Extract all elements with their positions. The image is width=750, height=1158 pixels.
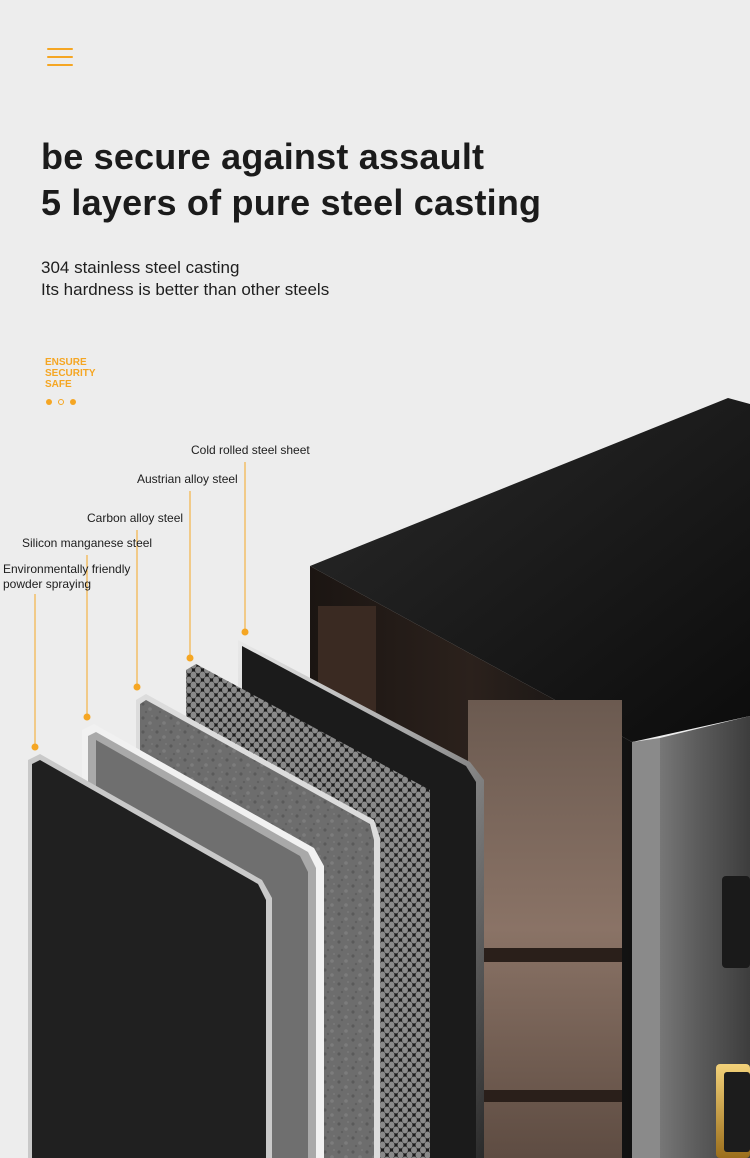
badge-line-2: SECURITY	[45, 368, 96, 379]
hamburger-menu-icon	[47, 48, 73, 50]
label-carbon-alloy-steel: Carbon alloy steel	[87, 511, 184, 525]
badge-line-3: SAFE	[45, 379, 72, 390]
menu-button[interactable]	[47, 48, 73, 68]
subtitle-line-1: 304 stainless steel casting	[41, 258, 240, 277]
subtitle-line-2: Its hardness is better than other steels	[41, 280, 330, 299]
hamburger-menu-icon	[47, 64, 73, 66]
label-powder-spraying-line-2: powder spraying	[3, 577, 92, 591]
security-badge: ENSURE SECURITY SAFE	[45, 357, 96, 390]
headline-line-2: 5 layers of pure steel casting	[41, 182, 542, 223]
subtitle: 304 stainless steel casting Its hardness…	[41, 257, 329, 301]
headline-line-1: be secure against assault	[41, 136, 485, 177]
label-powder-spraying: Environmentally friendly powder spraying	[3, 562, 130, 592]
label-cold-rolled-steel: Cold rolled steel sheet	[191, 443, 310, 457]
label-powder-spraying-line-1: Environmentally friendly	[3, 562, 131, 576]
layer-powder-coating	[28, 754, 272, 1158]
leader-lines	[31, 462, 249, 751]
dot-icon	[70, 399, 76, 405]
badge-line-1: ENSURE	[45, 357, 87, 368]
page-title: be secure against assault 5 layers of pu…	[41, 134, 541, 226]
label-austrian-alloy-steel: Austrian alloy steel	[137, 472, 238, 486]
dot-icon	[46, 399, 52, 405]
dot-ring-icon	[58, 399, 64, 405]
hamburger-menu-icon	[47, 56, 73, 58]
badge-dots	[46, 399, 76, 405]
label-silicon-manganese-steel: Silicon manganese steel	[22, 536, 153, 550]
